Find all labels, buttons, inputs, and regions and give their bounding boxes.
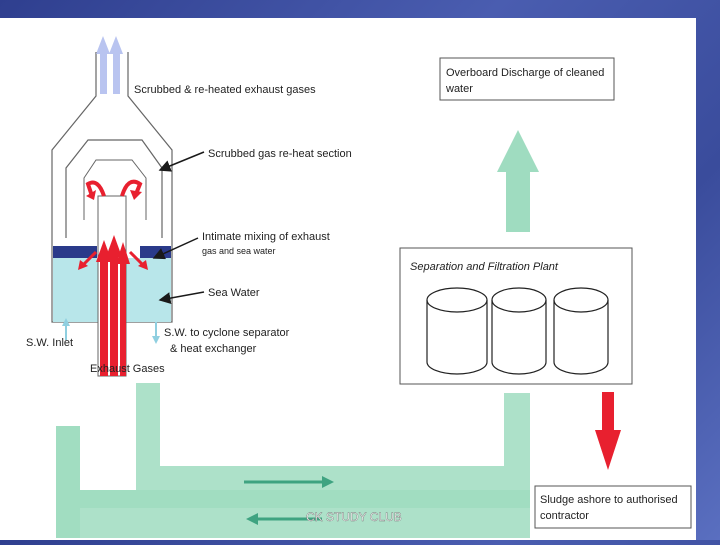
leader-sea-water (158, 291, 205, 305)
reheat-chamber (65, 139, 163, 238)
label-sw-cyclone-2: & heat exchanger (170, 343, 257, 355)
label-sea-water: Sea Water (208, 287, 260, 299)
flow-arrow-left (246, 513, 322, 525)
separation-plant-box (399, 247, 633, 385)
filter-cylinder-3 (553, 287, 609, 375)
overboard-label-1: Overboard Discharge of cleaned (446, 67, 604, 79)
overboard-label-2: water (445, 83, 473, 95)
pipe-lower-run (56, 490, 530, 538)
pipe-left-riser (56, 426, 80, 538)
label-mixing-2: gas and sea water (202, 246, 276, 256)
label-reheat-section: Scrubbed gas re-heat section (208, 148, 352, 160)
label-mixing-1: Intimate mixing of exhaust (202, 231, 330, 243)
label-exhaust-gases: Exhaust Gases (90, 363, 165, 375)
reheat-chamber-inner (83, 159, 147, 220)
reheat-curl-arrows (85, 179, 143, 200)
discharge-up-arrow (497, 130, 539, 232)
filter-cylinder-1 (426, 287, 488, 375)
sludge-label-1: Sludge ashore to authorised (540, 494, 678, 506)
slide: CK STUDY CLUB (0, 18, 696, 540)
exhaust-outlet-arrows (96, 36, 123, 94)
label-sw-cyclone-1: S.W. to cyclone separator (164, 327, 290, 339)
watermark: CK STUDY CLUB (306, 510, 402, 524)
leader-reheat (158, 151, 205, 172)
sw-inlet-arrow (62, 318, 70, 340)
sw-outlet-arrow (152, 322, 160, 344)
sludge-box (534, 485, 692, 529)
overboard-box (439, 57, 615, 101)
flow-arrow-right (244, 476, 334, 488)
scrubber-diagram: CK STUDY CLUB (26, 36, 692, 538)
sludge-down-arrow (595, 392, 621, 470)
mixing-arrows (78, 250, 148, 270)
separation-plant-label: Separation and Filtration Plant (410, 261, 559, 273)
filter-cylinder-2 (491, 287, 547, 375)
label-scrubbed-reheated: Scrubbed & re-heated exhaust gases (134, 84, 316, 96)
leader-mixing (152, 237, 199, 260)
exhaust-arrows (96, 235, 130, 376)
return-pipe (56, 383, 530, 508)
label-sw-inlet: S.W. Inlet (26, 337, 73, 349)
water-band-left (53, 246, 97, 258)
sludge-label-2: contractor (540, 510, 589, 522)
